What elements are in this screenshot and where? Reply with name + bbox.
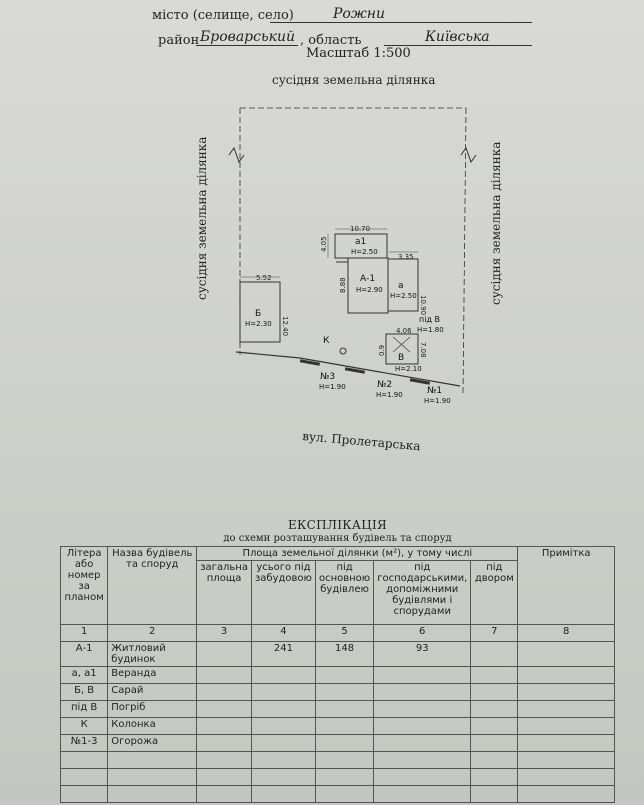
dim-a1-top: 10.70 [350, 225, 370, 233]
header-area-group: Площа земельної ділянки (м²), у тому чис… [196, 546, 519, 561]
site-plan: 10.70 4.05 3.35 8.88 10.90 5.52 12.40 4.… [195, 73, 503, 453]
cell-litera: А-1 [59, 641, 109, 667]
height-a1: H=2.50 [351, 248, 378, 256]
scale-label: Масштаб 1:500 [306, 46, 411, 61]
height-B: H=2.30 [245, 320, 272, 328]
cell-name: Житловий будинок [107, 641, 198, 667]
fence-2-label: №2 [377, 380, 392, 390]
fence-1-label: №1 [427, 386, 442, 396]
label-A1: А-1 [360, 274, 375, 284]
header-litera: Літера або номер за планом [59, 546, 109, 625]
city-label: місто (селище, село) [152, 8, 294, 23]
cell-name: Огорожа [107, 734, 198, 752]
col-number: 4 [250, 624, 316, 642]
label-V: В [398, 353, 404, 363]
label-a: а [398, 281, 404, 291]
fence-3-height: H=1.90 [319, 383, 346, 391]
dim-V-top: 4.06 [396, 327, 412, 335]
cell-litera: під В [59, 700, 109, 718]
header-built-total: усього під забудовою [250, 560, 316, 625]
cell-name: Погріб [107, 700, 198, 718]
table-row: під В Погріб [59, 700, 615, 718]
column-number-row: 1 2 3 4 5 6 7 8 [59, 624, 615, 642]
height-pidV: H=1.80 [417, 326, 444, 334]
explication-subtitle: до схеми розташування будівель та споруд [223, 533, 452, 544]
cell-note [517, 641, 615, 667]
cell-name: Сарай [107, 683, 198, 701]
region-underline [384, 45, 532, 46]
dim-V-side: 7.08 [419, 342, 427, 358]
cell-aux: 93 [373, 641, 472, 667]
dim-A1-side: 8.88 [339, 277, 347, 293]
cell-name: Веранда [107, 666, 198, 684]
table-row: №1-3 Огорожа [59, 734, 615, 752]
header-note: Примітка [517, 546, 615, 625]
fence-1-height: H=1.90 [424, 397, 451, 405]
label-a1: а1 [355, 237, 366, 247]
dim-B-top: 5.52 [256, 274, 272, 282]
cell-litera: №1-3 [59, 734, 109, 752]
col-number: 8 [517, 624, 615, 642]
col-number: 3 [196, 624, 252, 642]
cell-yard [470, 641, 519, 667]
table-row: К Колонка [59, 717, 615, 735]
dim-B-side: 12.40 [281, 316, 289, 336]
dim-a-top: 3.35 [398, 253, 414, 261]
header-main: під основною будівлею [314, 560, 375, 625]
city-value: Рожни [333, 6, 386, 22]
table-row: а, а1 Веранда [59, 666, 615, 684]
cell-name: Колонка [107, 717, 198, 735]
label-pidV: під В [419, 315, 440, 324]
col-number: 7 [470, 624, 519, 642]
cell-litera: К [59, 717, 109, 735]
label-K: К [323, 336, 330, 346]
explication-table: Літера або номер за планом Назва будівел… [59, 546, 615, 803]
col-number: 6 [373, 624, 472, 642]
neighbor-east-label: сусідня земельна ділянка [489, 142, 503, 305]
cell-built: 241 [250, 641, 316, 667]
district-value: Броварський [200, 29, 295, 45]
header-total: загальна площа [196, 560, 252, 625]
height-a: H=2.50 [390, 292, 417, 300]
header-name: Назва будівель та споруд [107, 546, 198, 625]
col-number: 5 [314, 624, 375, 642]
col-number: 2 [107, 624, 198, 642]
cell-main: 148 [314, 641, 375, 667]
explication-section: ЕКСПЛІКАЦІЯ до схеми розташування будіве… [59, 518, 615, 803]
city-underline [270, 22, 532, 23]
table-row: А-1 Житловий будинок 241 148 93 [59, 641, 615, 667]
dim-a1-side: 4.05 [320, 236, 328, 252]
cell-litera: а, а1 [59, 666, 109, 684]
table-row: Б, В Сарай [59, 683, 615, 701]
height-V: H=2.10 [395, 365, 422, 373]
district-label: район [158, 33, 200, 48]
cell-total [196, 641, 252, 667]
dim-small: 0.9 [378, 345, 386, 356]
neighbor-west-label: сусідня земельна ділянка [195, 137, 209, 300]
cell-litera: Б, В [59, 683, 109, 701]
fence-2-height: H=1.90 [376, 391, 403, 399]
header-aux: під господарськими, допоміжними будівлям… [373, 560, 472, 625]
height-A1: H=2.90 [356, 286, 383, 294]
district-underline [196, 45, 298, 46]
neighbor-north-label: сусідня земельна ділянка [272, 73, 435, 87]
region-value: Київська [425, 29, 490, 45]
dim-a-side: 10.90 [419, 295, 427, 315]
street-label: вул. Пролетарська [302, 429, 421, 453]
header-yard: під двором [470, 560, 519, 625]
region-label: , область [300, 33, 362, 48]
fence-3-label: №3 [320, 372, 335, 382]
label-B: Б [255, 309, 261, 319]
explication-title: ЕКСПЛІКАЦІЯ [287, 518, 388, 532]
col-number: 1 [59, 624, 109, 642]
